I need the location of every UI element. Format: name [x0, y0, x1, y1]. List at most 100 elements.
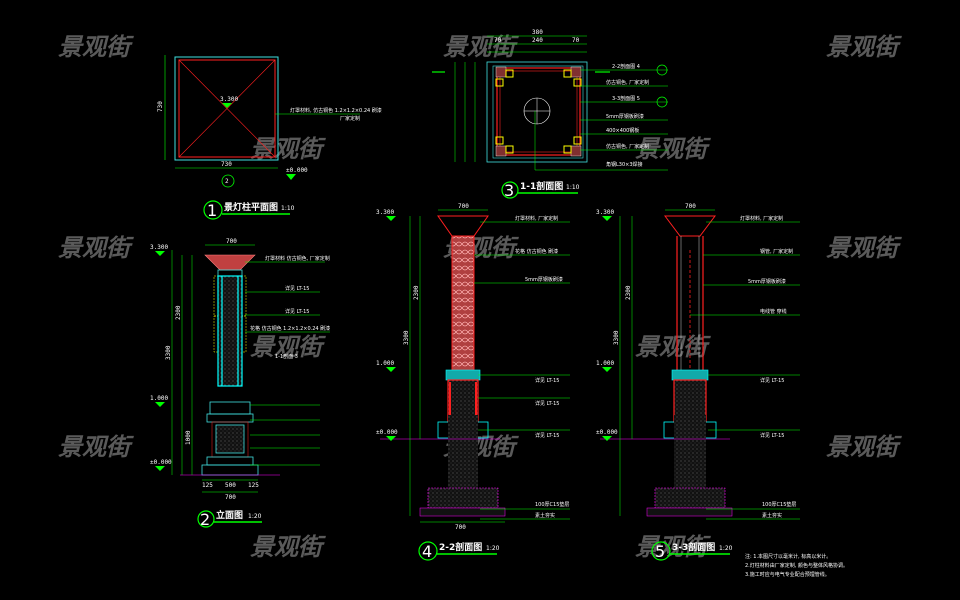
note: 5mm厚钢板刷漆	[748, 278, 786, 285]
dim-top: 700	[458, 203, 469, 210]
dim-total: 3300	[403, 330, 410, 345]
watermark: 景观街	[635, 533, 711, 561]
view-scale: 1:20	[486, 545, 500, 552]
note: 400×400钢板	[606, 127, 639, 134]
dim-top: 700	[226, 238, 237, 245]
level-ground: ±0.000	[596, 429, 618, 436]
watermark: 景观街	[250, 135, 326, 163]
section-marker: 3-3剖面图 5	[612, 95, 640, 102]
section-2-2-view: 700 3.300 1.000 ±0.000 3300 2300 700 灯罩材…	[376, 203, 570, 561]
note: 详见 LT-15	[285, 308, 309, 315]
note: 素土夯实	[762, 512, 782, 519]
watermarks: 景观街 景观街 景观街 景观街 景观街 景观街 景观街 景观街 景观街 景观街 …	[58, 33, 902, 561]
note: 灯罩材料, 厂家定制	[740, 215, 783, 222]
dim-lower: 1000	[185, 430, 192, 445]
dim-base-part: 125	[202, 482, 213, 489]
note: 5mm厚钢板刷漆	[606, 113, 644, 120]
note-line: 2.灯柱材料由厂家定制, 颜色与整体风格协调。	[745, 562, 848, 569]
view-title: 3-3剖面图	[672, 541, 715, 553]
note: 详见 LT-15	[535, 377, 559, 384]
note: 5mm厚钢板刷漆	[525, 276, 563, 283]
section-1-1-view: 380 70 240 70 2-2剖面图 4 仿古铜色, 厂家定制 3-3剖面图…	[432, 29, 668, 200]
elevation-view: 700 3.300 1.000 ±0.000 3300 2300 1000 12…	[150, 238, 330, 529]
watermark: 景观街	[826, 234, 902, 262]
dim-base-part: 125	[248, 482, 259, 489]
dim-col: 2300	[175, 305, 182, 320]
plan-note: 灯罩材料, 仿古铜色 1.2×1.2×0.24 刷漆	[290, 107, 382, 114]
level-top: 3.300	[150, 244, 168, 251]
level-mid: 1.000	[150, 395, 168, 402]
section-ref: 2	[225, 178, 229, 185]
view-scale: 1:10	[566, 184, 580, 191]
note: 1-1剖面 3	[275, 353, 298, 360]
dim-total: 3300	[165, 345, 172, 360]
watermark: 景观街	[826, 33, 902, 61]
level-ground: ±0.000	[286, 167, 308, 174]
section-3-3-view: 700 3.300 1.000 ±0.000 3300 2300 灯罩材料, 厂…	[596, 203, 800, 561]
dim-col: 2300	[625, 285, 632, 300]
note: 详见 LT-15	[285, 285, 309, 292]
view-scale: 1:10	[281, 205, 295, 212]
note-line: 3.施工时应与电气专业配合预埋管线。	[745, 571, 830, 578]
note: 详见 LT-15	[535, 400, 559, 407]
section-marker: 2-2剖面图 4	[612, 63, 640, 70]
dim-base-part: 500	[225, 482, 236, 489]
level-mid: 1.000	[596, 360, 614, 367]
general-notes: 注: 1.本图尺寸以毫米计, 标高以米计。 2.灯柱材料由厂家定制, 颜色与整体…	[745, 553, 848, 578]
watermark: 景观街	[635, 135, 711, 163]
note: 仿古铜色, 厂家定制	[606, 79, 649, 86]
dim-part: 70	[572, 37, 580, 44]
dim-total: 380	[532, 29, 543, 36]
dim-part: 70	[494, 37, 502, 44]
note: 详见 LT-15	[535, 432, 559, 439]
level-mid: 1.000	[376, 360, 394, 367]
view-number: 5	[655, 542, 665, 561]
dim-col: 2300	[413, 285, 420, 300]
watermark: 景观街	[58, 33, 134, 61]
level-top: 3.300	[596, 209, 614, 216]
note: 花格 仿古铜色 刷漆	[515, 248, 558, 255]
note: 100厚C15垫层	[535, 501, 569, 508]
watermark: 景观街	[635, 333, 711, 361]
watermark: 景观街	[443, 33, 519, 61]
view-title: 1-1剖面图	[520, 180, 563, 192]
dim-total: 3300	[613, 330, 620, 345]
watermark: 景观街	[250, 333, 326, 361]
note: 电线管 穿线	[760, 308, 787, 315]
note: 详见 LT-15	[760, 377, 784, 384]
view-number: 4	[422, 542, 432, 561]
note: 仿古铜色, 厂家定制	[606, 143, 649, 150]
level-ground: ±0.000	[376, 429, 398, 436]
level-ground: ±0.000	[150, 459, 172, 466]
note: 灯罩材料, 厂家定制	[515, 215, 558, 222]
watermark: 景观街	[250, 533, 326, 561]
note-line: 注: 1.本图尺寸以毫米计, 标高以米计。	[745, 553, 831, 560]
view-title: 景灯柱平面图	[224, 201, 278, 213]
plan-view: 3.300 730 730 2 ±0.000 灯罩材料, 仿古铜色 1.2×1.…	[157, 55, 382, 220]
watermark: 景观街	[58, 433, 134, 461]
view-scale: 1:20	[248, 513, 262, 520]
dim-base: 700	[455, 524, 466, 531]
dim-base: 700	[225, 494, 236, 501]
note: 花格 仿古铜色 1.2×1.2×0.24 刷漆	[250, 325, 330, 332]
note: 素土夯实	[535, 512, 555, 519]
view-title: 立面图	[216, 509, 243, 521]
dim-height: 730	[157, 101, 164, 112]
view-title: 2-2剖面图	[439, 541, 482, 553]
watermark: 景观街	[58, 234, 134, 262]
note: 钢管, 厂家定制	[760, 248, 793, 255]
dim-top: 700	[685, 203, 696, 210]
watermark: 景观街	[826, 433, 902, 461]
note: 100厚C15垫层	[762, 501, 796, 508]
note: 灯罩材料 仿古铜色, 厂家定制	[265, 255, 330, 262]
note: 详见 LT-15	[760, 432, 784, 439]
level-top: 3.300	[220, 96, 238, 103]
note: 角钢L30×3焊接	[606, 161, 643, 168]
plan-note2: 厂家定制	[340, 115, 360, 122]
dim-part: 240	[532, 37, 543, 44]
view-number: 3	[504, 181, 514, 200]
level-top: 3.300	[376, 209, 394, 216]
dim-width: 730	[221, 161, 232, 168]
view-number: 2	[200, 510, 210, 529]
